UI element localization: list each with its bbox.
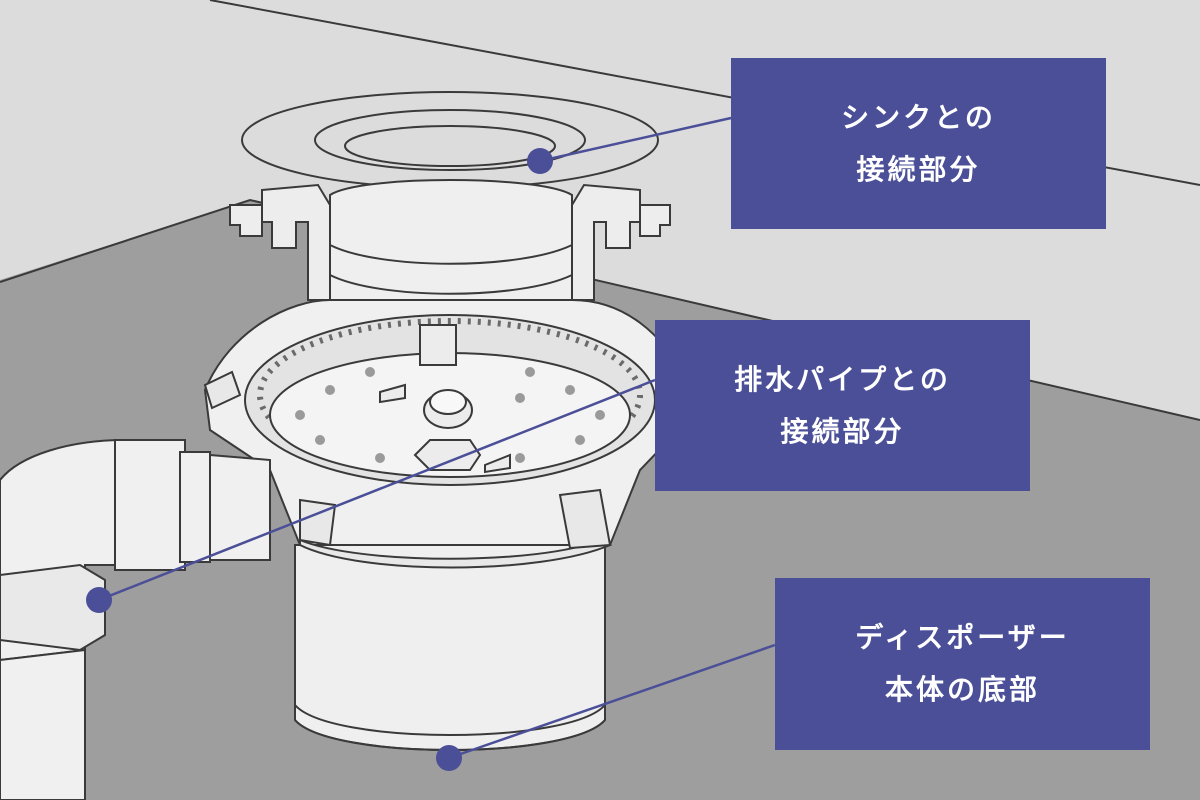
leader-dots bbox=[86, 148, 553, 771]
leader-line-sink bbox=[539, 116, 732, 163]
marker-dot-bottom bbox=[436, 745, 462, 771]
marker-dot-sink bbox=[527, 148, 553, 174]
callout-disposer-bottom-line2: 本体の底部 bbox=[884, 673, 1040, 706]
mount-ring bbox=[229, 183, 671, 301]
callout-drain-connection-line1: 排水パイプとの bbox=[734, 362, 951, 396]
callout-disposer-bottom-line1: ディスポーザー bbox=[855, 621, 1070, 654]
callout-drain-connection-line2: 接続部分 bbox=[780, 414, 905, 448]
throat bbox=[329, 179, 573, 301]
callout-sink-connection-line2: 接続部分 bbox=[856, 152, 981, 186]
callout-sink-connection: シンクとの 接続部分 bbox=[731, 58, 1106, 229]
leader-lines bbox=[98, 116, 776, 760]
disposer-lower-body bbox=[294, 538, 613, 751]
callout-sink-connection-line1: シンクとの bbox=[841, 100, 996, 134]
sink-flange bbox=[241, 91, 659, 189]
leader-line-drain bbox=[98, 378, 656, 602]
impeller bbox=[379, 324, 511, 474]
leader-line-bottom bbox=[448, 643, 776, 760]
callout-drain-connection: 排水パイプとの 接続部分 bbox=[655, 320, 1030, 491]
callout-disposer-bottom: ディスポーザー 本体の底部 bbox=[775, 578, 1150, 750]
drain-pipe bbox=[0, 438, 271, 800]
marker-dot-drain bbox=[86, 587, 112, 613]
grinding-plate-holes bbox=[295, 367, 605, 463]
